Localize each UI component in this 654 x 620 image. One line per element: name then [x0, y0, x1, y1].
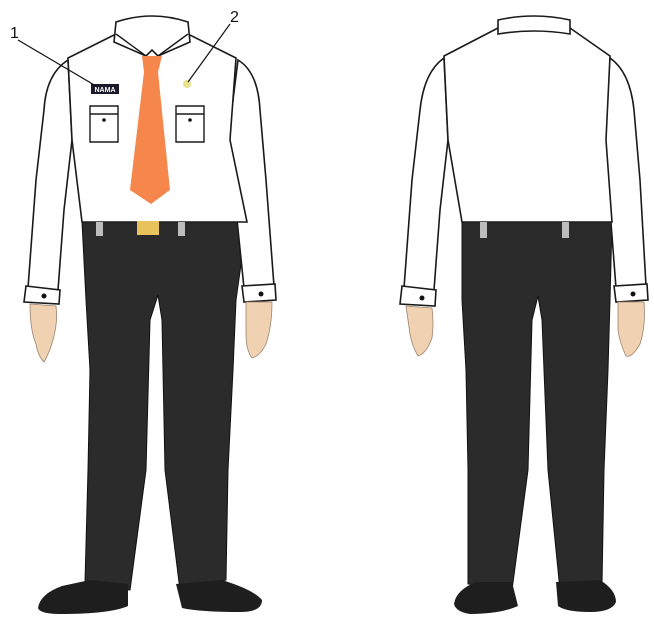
front-right-pocket	[176, 106, 204, 142]
callout-number-1: 1	[10, 25, 19, 42]
front-left-pocket	[90, 106, 118, 142]
collar-badge	[183, 80, 191, 88]
back-trousers	[462, 222, 612, 590]
front-right-shoe	[176, 580, 262, 612]
back-left-sleeve	[404, 58, 448, 290]
back-belt-loop-right	[562, 222, 569, 238]
back-left-hand	[406, 306, 433, 356]
front-view: NAMA 1 2	[10, 9, 276, 614]
back-right-hand	[618, 302, 645, 356]
front-belt-loop-left	[96, 222, 103, 236]
callout-number-2: 2	[230, 9, 239, 26]
back-left-cuff	[400, 286, 436, 306]
name-tag-text: NAMA	[95, 87, 116, 94]
belt-buckle	[137, 221, 159, 235]
front-right-hand	[246, 302, 272, 358]
front-left-shoe	[38, 580, 128, 614]
back-belt-loop-left	[480, 222, 487, 238]
front-trousers	[82, 222, 247, 590]
back-left-shoe	[454, 582, 518, 614]
front-belt-loop-right	[178, 222, 185, 236]
back-right-shoe	[556, 580, 616, 612]
front-left-sleeve	[28, 60, 72, 290]
back-shirt-torso	[444, 28, 612, 222]
back-view	[400, 16, 648, 614]
front-left-hand	[30, 304, 57, 362]
back-collar	[498, 16, 570, 34]
